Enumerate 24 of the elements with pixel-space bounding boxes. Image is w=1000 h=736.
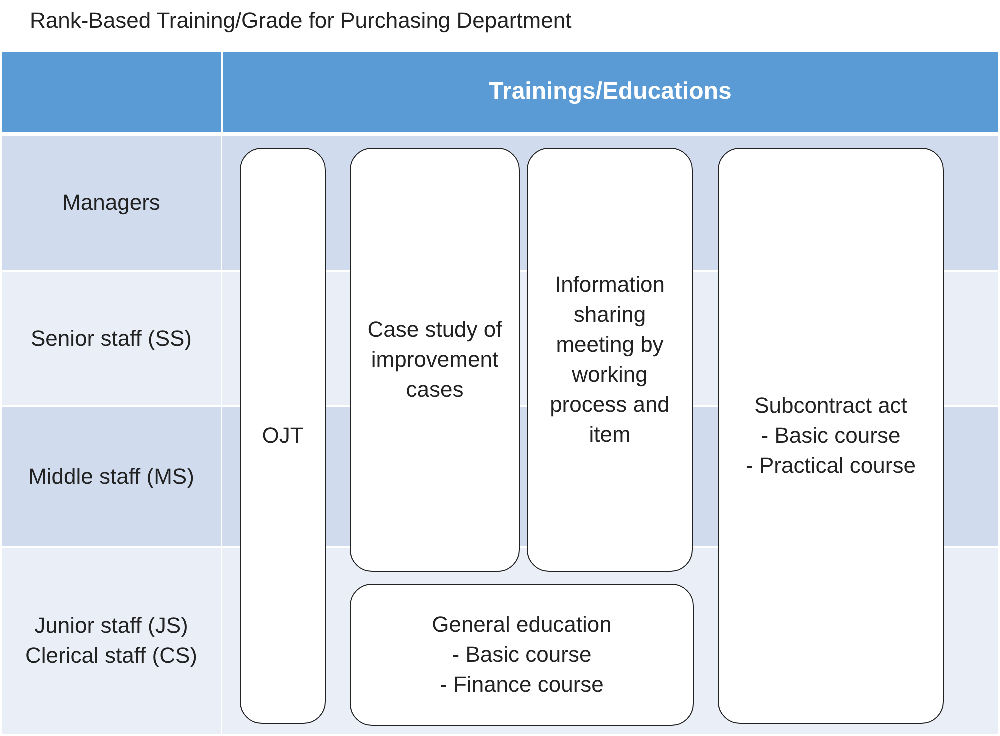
box-text: - Basic course [761, 422, 901, 450]
box-text: - Finance course [440, 671, 604, 699]
box-text: General education [432, 611, 612, 639]
row-label: Middle staff (MS) [28, 462, 194, 490]
box-text: Case study of improvement cases [366, 316, 504, 404]
header-text: Trainings/Educations [489, 78, 732, 106]
row-label: Junior staff (JS) [34, 612, 188, 640]
row-label: Senior staff (SS) [31, 324, 192, 352]
chart-title: Rank-Based Training/Grade for Purchasing Department [30, 8, 572, 34]
box-text: Information sharing meeting by working process and item [549, 271, 671, 449]
rounded-box [527, 148, 693, 572]
rounded-box [350, 584, 694, 726]
rounded-box [350, 148, 520, 572]
row-label: Managers [62, 189, 160, 217]
row-band [2, 407, 221, 546]
rounded-box [240, 148, 326, 724]
box-text: OJT [262, 422, 304, 450]
row-band [2, 136, 221, 270]
box-text: - Basic course [452, 641, 592, 669]
box-text: - Practical course [746, 452, 916, 480]
box-text: Subcontract act [754, 392, 908, 420]
header-band [223, 52, 998, 132]
row-label: Clerical staff (CS) [26, 642, 198, 670]
rounded-box [718, 148, 944, 724]
